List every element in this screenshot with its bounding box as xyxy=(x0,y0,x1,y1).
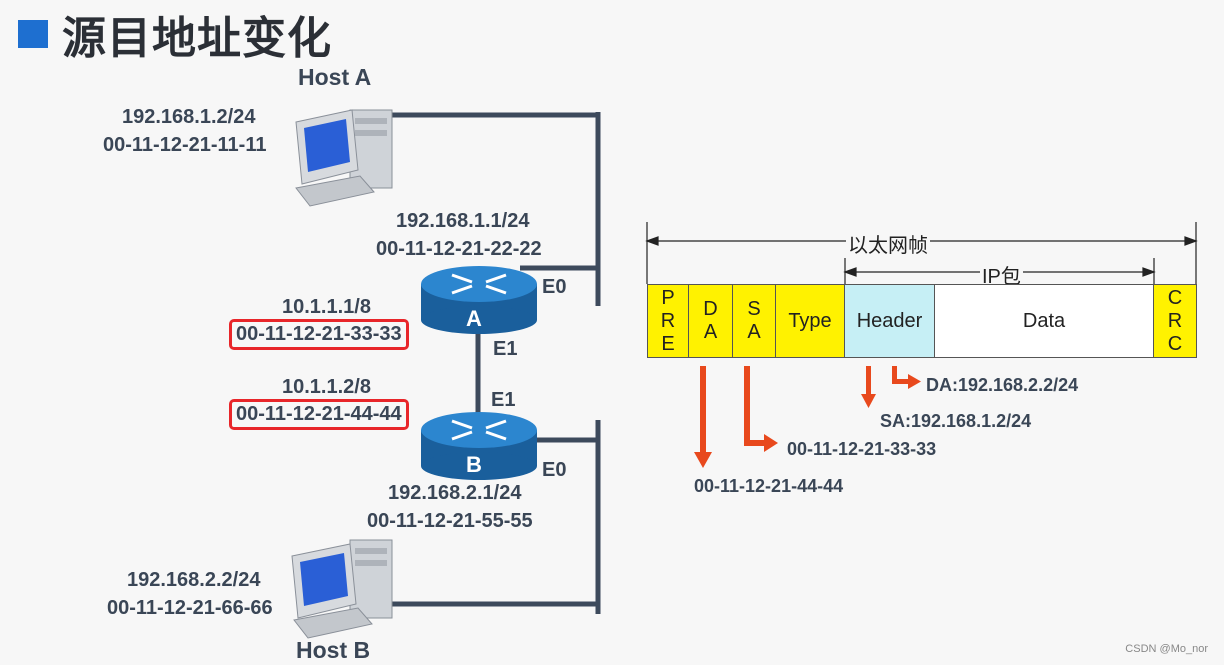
router-b-e0-mac: 00-11-12-21-55-55 xyxy=(367,510,533,532)
host-a-name: Host A xyxy=(298,64,372,90)
host-b-ip: 192.168.2.2/24 xyxy=(127,569,261,591)
frame-field-da-char: D xyxy=(703,298,718,320)
host-a-mac: 00-11-12-21-11-11 xyxy=(103,134,267,156)
frame-field-pre-char: R xyxy=(660,309,676,332)
router-a-e1-ip: 10.1.1.1/8 xyxy=(282,296,371,318)
router-a-icon xyxy=(421,266,537,334)
router-b-e0-port: E0 xyxy=(542,459,567,481)
router-b-e1-ip: 10.1.1.2/8 xyxy=(282,376,371,398)
host-b-mac: 00-11-12-21-66-66 xyxy=(107,597,273,619)
annotation-src-mac: 00-11-12-21-33-33 xyxy=(787,439,937,459)
frame-field-pre-char: P xyxy=(661,286,675,309)
router-b-icon xyxy=(421,412,537,480)
router-a-e1-mac: 00-11-12-21-33-33 xyxy=(229,319,409,350)
frame-field-pre: P R E xyxy=(647,284,689,358)
router-b-label: B xyxy=(466,452,482,477)
host-a-computer-icon xyxy=(295,109,393,207)
watermark: CSDN @Mo_nor xyxy=(1125,643,1208,655)
host-b-name: Host B xyxy=(296,637,371,663)
frame-field-type: Type xyxy=(775,284,845,358)
frame-field-pre-char: E xyxy=(661,332,675,355)
router-a-e0-mac: 00-11-12-21-22-22 xyxy=(376,238,542,260)
field-arrows xyxy=(694,366,921,468)
frame-field-sa-char: S xyxy=(747,298,761,320)
router-b-e1-port: E1 xyxy=(491,389,516,411)
frame-field-da-char: A xyxy=(703,321,718,343)
frame-field-crc: C R C xyxy=(1153,284,1197,358)
frame-field-crc-char: C xyxy=(1167,332,1183,355)
router-a-e1-port: E1 xyxy=(493,338,518,360)
annotation-dst-ip: DA:192.168.2.2/24 xyxy=(926,375,1079,395)
frame-field-crc-char: R xyxy=(1167,309,1183,332)
frame-field-crc-char: C xyxy=(1167,286,1183,309)
frame-field-da: D A xyxy=(688,284,733,358)
frame-field-sa: S A xyxy=(732,284,776,358)
router-b-e0-ip: 192.168.2.1/24 xyxy=(388,482,522,504)
frame-field-data: Data xyxy=(934,284,1154,358)
frame-field-sa-char: A xyxy=(747,321,761,343)
ethernet-frame-label: 以太网帧 xyxy=(846,229,930,258)
router-b-e1-mac: 00-11-12-21-44-44 xyxy=(229,399,409,430)
frame-field-header: Header xyxy=(844,284,935,358)
router-a-e0-ip: 192.168.1.1/24 xyxy=(396,210,530,232)
title-marker xyxy=(18,20,48,48)
host-a-ip: 192.168.1.2/24 xyxy=(122,106,256,128)
host-b-computer-icon xyxy=(291,539,393,639)
router-a-label: A xyxy=(466,306,482,331)
annotation-src-ip: SA:192.168.1.2/24 xyxy=(880,411,1032,431)
annotation-dst-mac: 00-11-12-21-44-44 xyxy=(694,476,844,496)
router-a-e0-port: E0 xyxy=(542,276,567,298)
network-links xyxy=(385,112,601,614)
page-title: 源目地址变化 xyxy=(62,13,332,64)
